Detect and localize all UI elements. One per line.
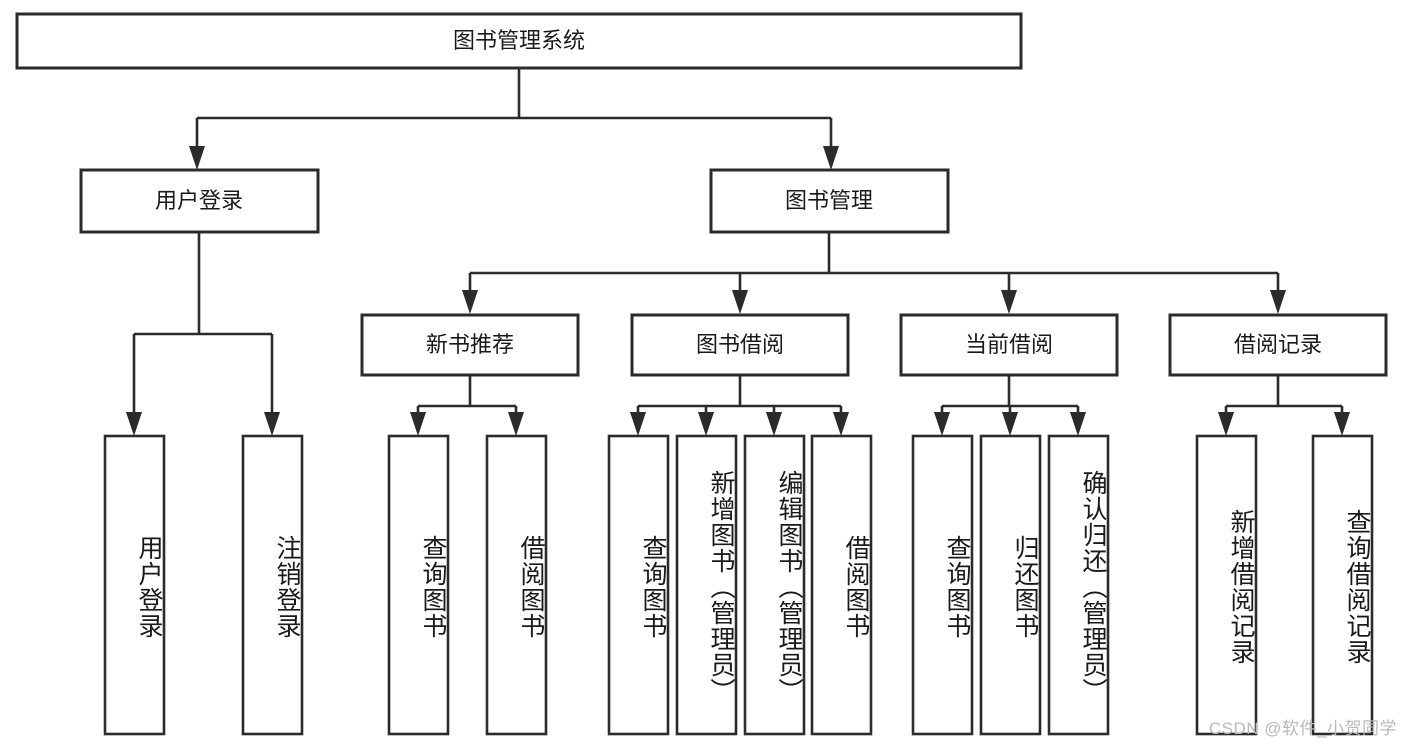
leaf-node[interactable]: 用户登录 bbox=[103, 434, 166, 736]
leaf-node[interactable]: 归还图书 bbox=[979, 434, 1042, 736]
arrow-head-icon bbox=[1002, 412, 1018, 436]
leaf-node-label: 归还图书 bbox=[1011, 535, 1039, 639]
node-user-login-label: 用户登录 bbox=[155, 188, 243, 213]
leaf-node-label: 查询借阅记录 bbox=[1343, 509, 1371, 665]
node-current-borrow-label: 当前借阅 bbox=[965, 332, 1053, 357]
leaf-node[interactable]: 查询图书 bbox=[911, 434, 974, 736]
leaf-node-label: 新增借阅记录 bbox=[1227, 509, 1255, 665]
arrow-head-icon bbox=[1270, 290, 1286, 314]
leaf-node-label: 用户登录 bbox=[135, 535, 163, 639]
node-new-book-recommend[interactable]: 新书推荐 bbox=[360, 313, 580, 377]
connector-currentborrow-to-leaves bbox=[934, 375, 1086, 436]
arrow-head-icon bbox=[630, 412, 646, 436]
leaf-node[interactable]: 借阅图书 bbox=[485, 434, 548, 736]
leaf-node-label: 查询图书 bbox=[943, 535, 971, 639]
connector-bookmgmt-to-level3 bbox=[462, 232, 1286, 314]
arrow-head-icon bbox=[189, 146, 205, 170]
leaf-node[interactable]: 确认归还（管理员） bbox=[1047, 434, 1110, 736]
arrow-head-icon bbox=[732, 290, 748, 314]
arrow-head-icon bbox=[1070, 412, 1086, 436]
leaf-node[interactable]: 查询图书 bbox=[387, 434, 450, 736]
leaf-node[interactable]: 新增借阅记录 bbox=[1195, 434, 1258, 736]
connector-root-to-level2 bbox=[189, 68, 839, 170]
node-book-borrow-label: 图书借阅 bbox=[696, 332, 784, 357]
leaf-node[interactable]: 编辑图书（管理员） bbox=[743, 434, 806, 736]
leaf-node-label: 借阅图书 bbox=[517, 535, 545, 639]
connector-borrowrecord-to-leaves bbox=[1218, 375, 1350, 436]
arrow-head-icon bbox=[264, 412, 280, 436]
node-book-management[interactable]: 图书管理 bbox=[709, 168, 950, 234]
arrow-head-icon bbox=[1001, 290, 1017, 314]
node-root-label: 图书管理系统 bbox=[453, 28, 585, 53]
arrow-head-icon bbox=[1334, 412, 1350, 436]
connector-newbook-to-leaves bbox=[410, 375, 524, 436]
leaf-node[interactable]: 新增图书（管理员） bbox=[675, 434, 738, 736]
node-current-borrow[interactable]: 当前借阅 bbox=[899, 313, 1119, 377]
leaf-node-label: 注销登录 bbox=[273, 535, 301, 639]
leaf-node-label: 确认归还（管理员） bbox=[1079, 470, 1107, 704]
node-book-management-label: 图书管理 bbox=[785, 188, 873, 213]
arrow-head-icon bbox=[1218, 412, 1234, 436]
leaf-node-label: 查询图书 bbox=[419, 535, 447, 639]
connector-bookborrow-to-leaves bbox=[630, 375, 849, 436]
leaf-node-label: 查询图书 bbox=[639, 535, 667, 639]
node-borrow-record-label: 借阅记录 bbox=[1234, 332, 1322, 357]
leaf-node[interactable]: 注销登录 bbox=[241, 434, 304, 736]
connector-userlogin-to-leaves bbox=[126, 232, 280, 436]
arrow-head-icon bbox=[833, 412, 849, 436]
arrow-head-icon bbox=[698, 412, 714, 436]
node-user-login[interactable]: 用户登录 bbox=[79, 168, 320, 234]
csdn-watermark: CSDN @软件_小贺同学 bbox=[1208, 719, 1397, 738]
leaf-node[interactable]: 借阅图书 bbox=[810, 434, 873, 736]
arrow-head-icon bbox=[508, 412, 524, 436]
leaf-node-label: 编辑图书（管理员） bbox=[775, 470, 803, 704]
leaf-node[interactable]: 查询图书 bbox=[607, 434, 670, 736]
leaf-node-label: 新增图书（管理员） bbox=[707, 470, 735, 704]
node-book-borrow[interactable]: 图书借阅 bbox=[630, 313, 850, 377]
leaf-node-label: 借阅图书 bbox=[842, 535, 870, 639]
arrow-head-icon bbox=[462, 290, 478, 314]
arrow-head-icon bbox=[934, 412, 950, 436]
leaf-node[interactable]: 查询借阅记录 bbox=[1311, 434, 1374, 736]
arrow-head-icon bbox=[766, 412, 782, 436]
arrow-head-icon bbox=[410, 412, 426, 436]
arrow-head-icon bbox=[126, 412, 142, 436]
node-borrow-record[interactable]: 借阅记录 bbox=[1168, 313, 1388, 377]
arrow-head-icon bbox=[823, 146, 839, 170]
node-root[interactable]: 图书管理系统 bbox=[15, 12, 1023, 70]
node-new-book-recommend-label: 新书推荐 bbox=[426, 332, 514, 357]
